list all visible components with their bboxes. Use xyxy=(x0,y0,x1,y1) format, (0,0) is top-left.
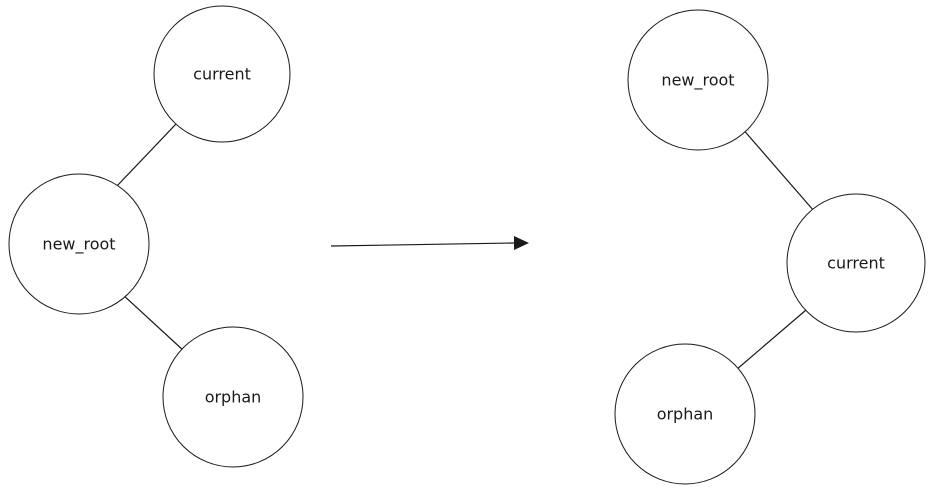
before-node-current: current xyxy=(153,5,291,143)
before-node-new-root-label: new_root xyxy=(42,235,115,255)
transition-arrow xyxy=(330,236,529,250)
before-edge-new-root-orphan xyxy=(121,293,185,352)
after-node-current-label: current xyxy=(827,254,885,273)
arrow-head xyxy=(514,236,529,250)
after-node-new-root: new_root xyxy=(627,9,769,151)
after-tree: new_root current orphan xyxy=(614,9,926,485)
after-node-orphan: orphan xyxy=(614,343,756,485)
before-node-orphan: orphan xyxy=(162,326,304,468)
after-edge-current-orphan xyxy=(735,309,807,371)
arrow-shaft xyxy=(330,242,515,247)
before-tree: current new_root orphan xyxy=(8,5,304,468)
before-node-orphan-label: orphan xyxy=(205,388,262,407)
after-node-new-root-label: new_root xyxy=(661,71,734,91)
after-node-orphan-label: orphan xyxy=(657,405,714,424)
before-node-current-label: current xyxy=(193,65,251,84)
before-edge-current-new-root xyxy=(115,123,177,188)
before-node-new-root: new_root xyxy=(8,173,150,315)
after-edge-new-root-current xyxy=(740,126,815,212)
after-node-current: current xyxy=(786,193,926,333)
